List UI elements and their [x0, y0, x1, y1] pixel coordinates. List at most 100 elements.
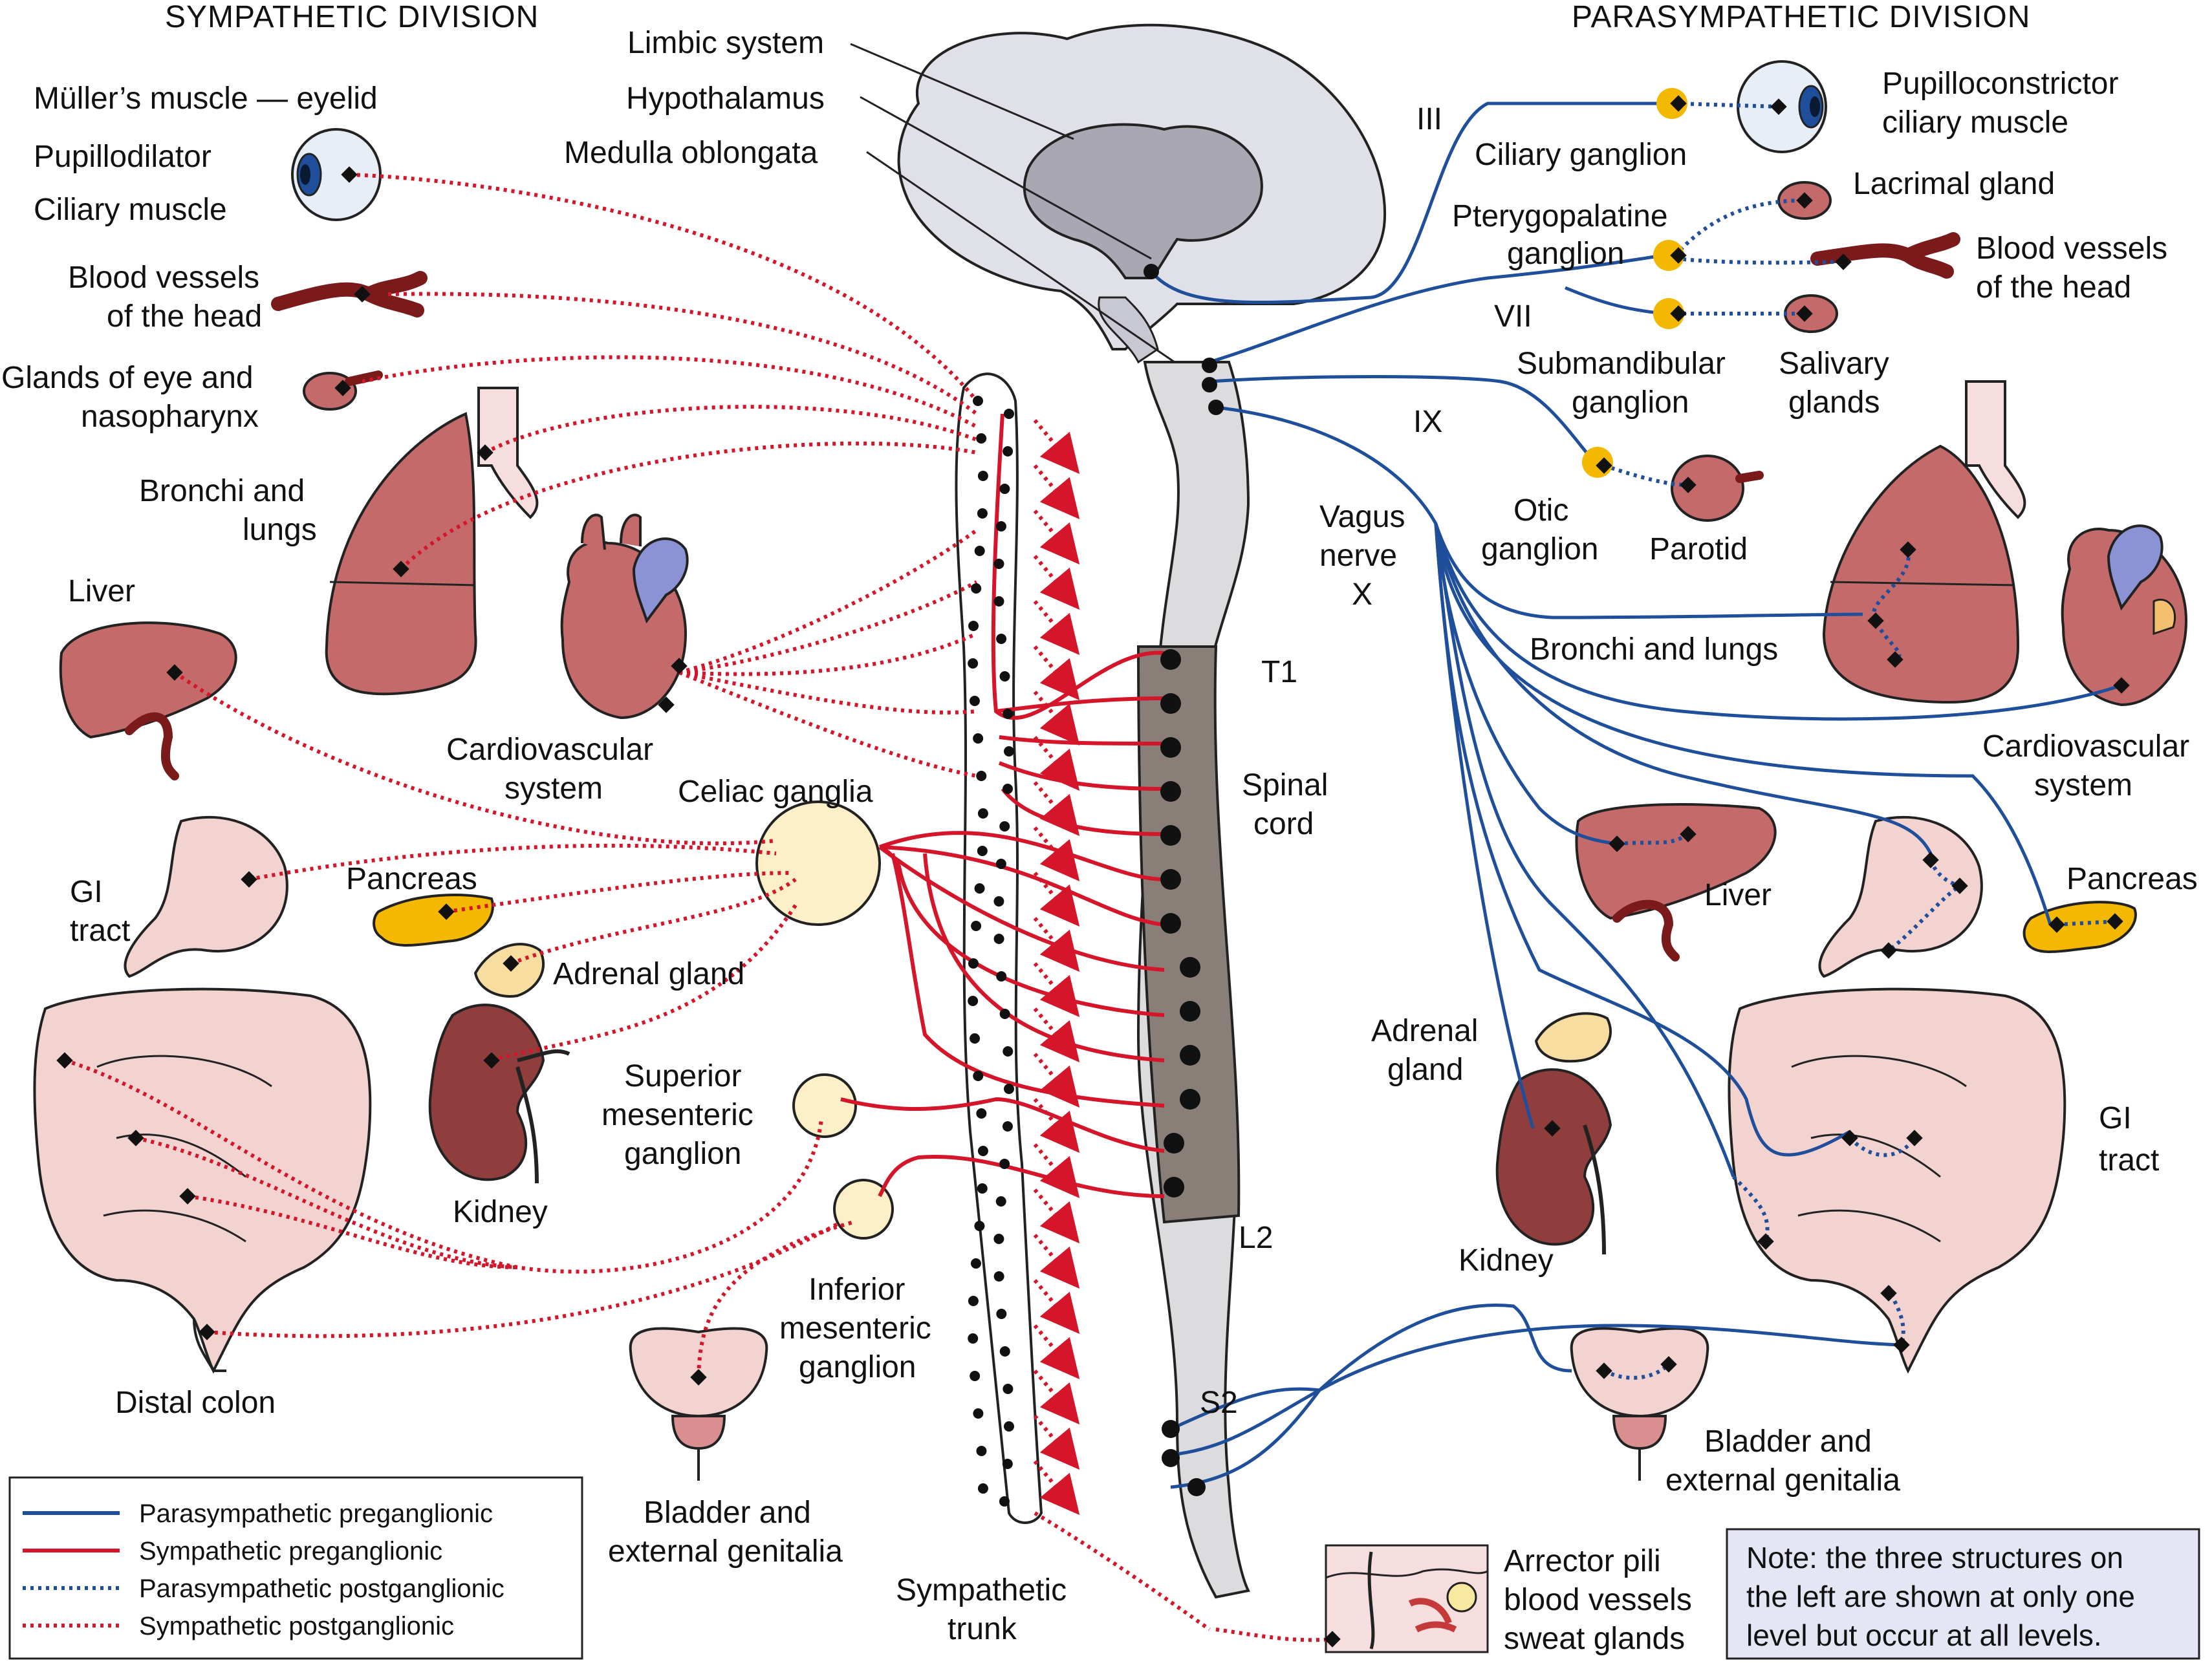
label-symp-trunk-1: Sympathetic — [896, 1573, 1067, 1607]
label-r-pancreas: Pancreas — [2066, 862, 2198, 896]
label-sup-mes-3: ganglion — [624, 1137, 742, 1171]
parasympathetic-ganglion — [1653, 240, 1684, 271]
trunk-outflow-arrow — [1033, 464, 1080, 520]
cord-cell-body — [1160, 825, 1181, 846]
label-limbic: Limbic system — [627, 26, 824, 60]
trunk-ganglion-dot — [1002, 1121, 1013, 1132]
trunk-ganglion-dot — [993, 559, 1004, 569]
trunk-outflow-arrow — [1033, 826, 1080, 882]
trunk-outflow-arrow — [1033, 1279, 1080, 1335]
trunk-ganglion-dot — [993, 896, 1004, 907]
cord-cell-body — [1180, 1001, 1200, 1022]
trunk-ganglion-dot — [1003, 709, 1014, 719]
brainstem-nucleus — [1202, 358, 1217, 373]
medulla-pointer — [866, 151, 1204, 383]
trunk-ganglion-dot — [970, 1371, 981, 1381]
trunk-outflow-arrow — [1033, 781, 1080, 837]
label-inf-mes-2: mesenteric — [779, 1311, 931, 1346]
trunk-outflow-arrow — [1033, 917, 1080, 972]
trunk-ganglion-dot — [999, 821, 1010, 832]
trunk-ganglion-dot — [993, 1271, 1004, 1282]
limbic-pointer — [850, 43, 1074, 140]
trunk-ganglion-dot — [971, 921, 982, 931]
nerve-terminal — [393, 561, 409, 577]
brain — [897, 23, 1387, 364]
right-pancreas-icon — [2022, 901, 2137, 953]
trunk-ganglion-dot — [1002, 1459, 1013, 1469]
label-submand-1: Submandibular — [1517, 347, 1726, 381]
label-inf-mes-1: Inferior — [808, 1273, 905, 1307]
label-r-bronchi: Bronchi and lungs — [1530, 632, 1778, 667]
right-kidney-icon — [1495, 1068, 1612, 1255]
label-salivary-2: glands — [1788, 385, 1880, 420]
label-vagus-1: Vagus — [1319, 500, 1405, 534]
label-vagus-3: X — [1352, 577, 1372, 612]
trunk-ganglion-dot — [976, 433, 987, 444]
label-liver: Liver — [68, 574, 135, 608]
trunk-outflow-arrow — [1033, 691, 1080, 746]
label-hypothalamus: Hypothalamus — [626, 81, 825, 116]
right-blood-vessel-icon — [1810, 232, 1960, 279]
trunk-ganglion-dot — [1003, 746, 1014, 757]
trunk-outflow-arrow — [1033, 1098, 1080, 1154]
trunk-ganglion-dot — [996, 634, 1007, 644]
brainstem-nucleus — [1202, 377, 1217, 392]
legend-label-parasym-pre: Parasympathetic preganglionic — [139, 1499, 493, 1528]
right-heart-icon — [2061, 524, 2188, 707]
label-r-gi-2: tract — [2099, 1143, 2159, 1177]
trunk-ganglion-dot — [1003, 1421, 1014, 1432]
legend-label-sym-post: Sympathetic postganglionic — [139, 1612, 454, 1640]
trunk-ganglion-dot — [973, 396, 983, 406]
right-gi-tract-icon — [1728, 815, 2066, 1374]
nerve-terminal — [477, 444, 493, 461]
trunk-ganglion-dot — [968, 1296, 979, 1306]
note-line-2: the left are shown at only one — [1746, 1580, 2135, 1613]
label-r-bladder-1: Bladder and — [1704, 1424, 1872, 1459]
trunk-outflow-arrow — [1033, 736, 1080, 791]
label-arrector-1: Arrector pili — [1504, 1544, 1661, 1578]
trunk-ganglion-dot — [970, 1258, 981, 1269]
legend-label-parasym-post: Parasympathetic postganglionic — [139, 1574, 504, 1603]
left-gi-tract-icon — [33, 815, 372, 1374]
cord-cell-body — [1160, 913, 1181, 934]
label-bronchi-2: lungs — [243, 513, 317, 547]
trunk-ganglion-dot — [968, 621, 979, 631]
trunk-ganglion-dot — [971, 583, 982, 594]
header-sympathetic: SYMPATHETIC DIVISION — [165, 0, 539, 34]
trunk-ganglion-dot — [993, 934, 1004, 944]
trunk-ganglion-dot — [976, 1108, 987, 1119]
right-lungs-icon — [1822, 380, 2026, 704]
trunk-ganglion-dot — [977, 846, 988, 856]
label-spinal-1: Spinal — [1242, 768, 1328, 802]
label-t1: T1 — [1261, 655, 1297, 689]
sacral-cell-body — [1162, 1449, 1180, 1467]
trunk-ganglion-dot — [1003, 784, 1014, 794]
label-sup-mes-2: mesenteric — [602, 1098, 754, 1132]
label-symp-trunk-2: trunk — [948, 1612, 1017, 1646]
label-parotid: Parotid — [1649, 532, 1748, 566]
left-kidney-icon — [428, 1004, 570, 1184]
celiac-ganglion-icon — [755, 800, 881, 926]
sacral-cell-body — [1187, 1478, 1206, 1496]
label-lacrimal: Lacrimal gland — [1853, 167, 2055, 201]
trunk-ganglion-dot — [973, 1071, 984, 1081]
label-pupillodilator: Pupillodilator — [34, 140, 211, 174]
cord-cell-body — [1160, 693, 1181, 714]
label-celiac: Celiac ganglia — [678, 775, 873, 809]
trunk-ganglion-dot — [970, 1033, 981, 1044]
trunk-ganglion-dot — [968, 996, 979, 1006]
label-spinal-2: cord — [1253, 807, 1314, 841]
label-ciliary-muscle: Ciliary muscle — [34, 193, 227, 227]
trunk-ganglion-dot — [969, 696, 980, 706]
trunk-ganglion-dot — [973, 733, 984, 744]
trunk-outflow-arrow — [1033, 600, 1080, 656]
cord-cell-body — [1160, 781, 1181, 802]
trunk-ganglion-dot — [977, 1146, 988, 1156]
label-medulla: Medulla oblongata — [564, 136, 818, 170]
trunk-ganglion-dot — [968, 1333, 979, 1344]
trunk-ganglion-dot — [974, 546, 985, 556]
label-bv-head-1: Blood vessels — [68, 261, 259, 295]
trunk-ganglion-dot — [996, 971, 1007, 982]
label-submand-2: ganglion — [1572, 385, 1689, 420]
